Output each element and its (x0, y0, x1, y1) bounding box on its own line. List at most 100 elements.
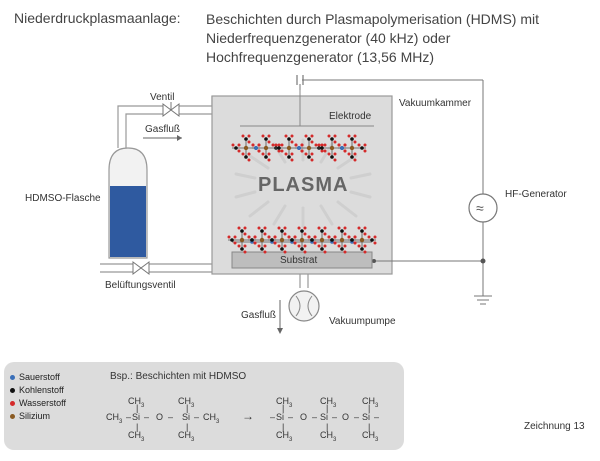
atom-icon (267, 158, 271, 162)
elektrode (240, 90, 374, 127)
elektrode-label: Elektrode (329, 111, 372, 122)
atom-icon (237, 143, 241, 147)
atom-icon (297, 244, 301, 248)
ch3-subscript: 3 (289, 436, 293, 443)
bond-vertical: | (326, 403, 329, 413)
reaction-arrow-icon: → (242, 409, 254, 423)
atom-icon (329, 145, 335, 151)
atom-icon (247, 152, 251, 156)
atom-icon (279, 237, 285, 243)
bond-vertical: | (136, 422, 139, 432)
atom-icon (247, 140, 251, 144)
substrat-label: Substrat (280, 255, 318, 266)
atom-icon (263, 232, 267, 236)
bond-vertical: | (368, 403, 371, 413)
atom-icon (257, 244, 261, 248)
atom-icon (367, 235, 371, 239)
ch3-subscript: 3 (191, 436, 195, 443)
generator-wave-symbol: ≈ (476, 200, 484, 216)
atom-icon (254, 146, 258, 150)
atom-icon (243, 250, 247, 254)
atom-icon (343, 143, 347, 147)
hf-generator-label: HF-Generator (505, 189, 567, 200)
o-atom: O (342, 412, 350, 422)
atom-icon (327, 134, 331, 138)
atom-icon (267, 235, 271, 239)
atom-icon (340, 247, 344, 251)
legend-label: Kohlenstoff (19, 385, 64, 395)
hdmso-flasche-label: HDMSO-Flasche (25, 193, 101, 204)
atom-icon (347, 134, 351, 138)
atom-icon (263, 145, 269, 151)
atom-icon (300, 149, 304, 153)
atom-icon (343, 250, 347, 254)
ch3-group: CH3 (276, 396, 292, 409)
bond-dash: – (270, 412, 276, 422)
atom-icon (360, 229, 364, 233)
molecules (227, 134, 377, 254)
atom-icon (349, 145, 355, 151)
atom-icon (230, 238, 234, 242)
si-atom: Si (132, 412, 141, 422)
atom-icon (307, 155, 311, 159)
atom-icon (330, 238, 334, 242)
capacitor-icon (296, 75, 304, 85)
atom-icon (293, 235, 297, 239)
legend-dot-icon (10, 400, 15, 406)
ch3-text: CH (362, 396, 375, 406)
si-atom: Si (182, 412, 191, 422)
atom-icon (277, 146, 281, 150)
atom-icon (239, 237, 245, 243)
legend-example-title: Bsp.: Beschichten mit HDMSO (110, 371, 247, 382)
atom-icon (340, 146, 344, 150)
atom-icon (343, 226, 347, 230)
atom-icon (337, 143, 341, 147)
gasfluss-top-label: Gasfluß (145, 124, 181, 135)
atom-icon (290, 152, 294, 156)
atom-icon (267, 152, 271, 156)
atom-icon (353, 152, 357, 156)
bond-dash: – (126, 412, 132, 422)
atom-icon (313, 241, 317, 245)
atom-icon (330, 137, 334, 141)
atom-icon (261, 134, 265, 138)
atom-icon (240, 229, 244, 233)
bond-dash: – (374, 412, 380, 422)
atom-icon (359, 237, 365, 243)
atom-icon (310, 158, 314, 162)
atom-icon (243, 226, 247, 230)
atom-icon (317, 244, 321, 248)
atom-icon (233, 235, 237, 239)
atom-icon (277, 244, 281, 248)
atom-icon (353, 134, 357, 138)
atom-icon (241, 152, 245, 156)
vakuumpumpe-icon[interactable] (288, 274, 320, 322)
bond-dash: – (144, 412, 150, 422)
atom-icon (306, 145, 312, 151)
atom-icon (277, 149, 281, 153)
si-atom: Si (320, 412, 329, 422)
atom-icon (280, 143, 284, 147)
atom-icon (323, 143, 327, 147)
ch3-text: CH (178, 430, 191, 440)
ch3-subscript: 3 (191, 402, 195, 409)
belueftungsventil-valve-icon[interactable] (132, 261, 150, 275)
atom-icon (250, 238, 254, 242)
hdmso-bottle (108, 147, 148, 259)
ventil-valve-icon[interactable] (162, 102, 180, 117)
vakuumpumpe-label: Vakuumpumpe (329, 316, 396, 327)
hf-generator-icon (468, 193, 498, 223)
atom-icon (320, 146, 324, 150)
atom-icon (353, 140, 357, 144)
atom-icon (357, 226, 361, 230)
legend-item-wasserstoff: Wasserstoff (10, 398, 66, 408)
atom-icon (264, 155, 268, 159)
atom-icon (233, 241, 237, 245)
atom-icon (240, 247, 244, 251)
atom-icon (363, 250, 367, 254)
ch3-group: CH3 (106, 412, 122, 425)
atom-icon (277, 143, 281, 147)
atom-icon (333, 158, 337, 162)
diagram-title-description: Beschichten durch Plasmapolymerisation (… (206, 11, 539, 65)
atom-icon (253, 241, 257, 245)
